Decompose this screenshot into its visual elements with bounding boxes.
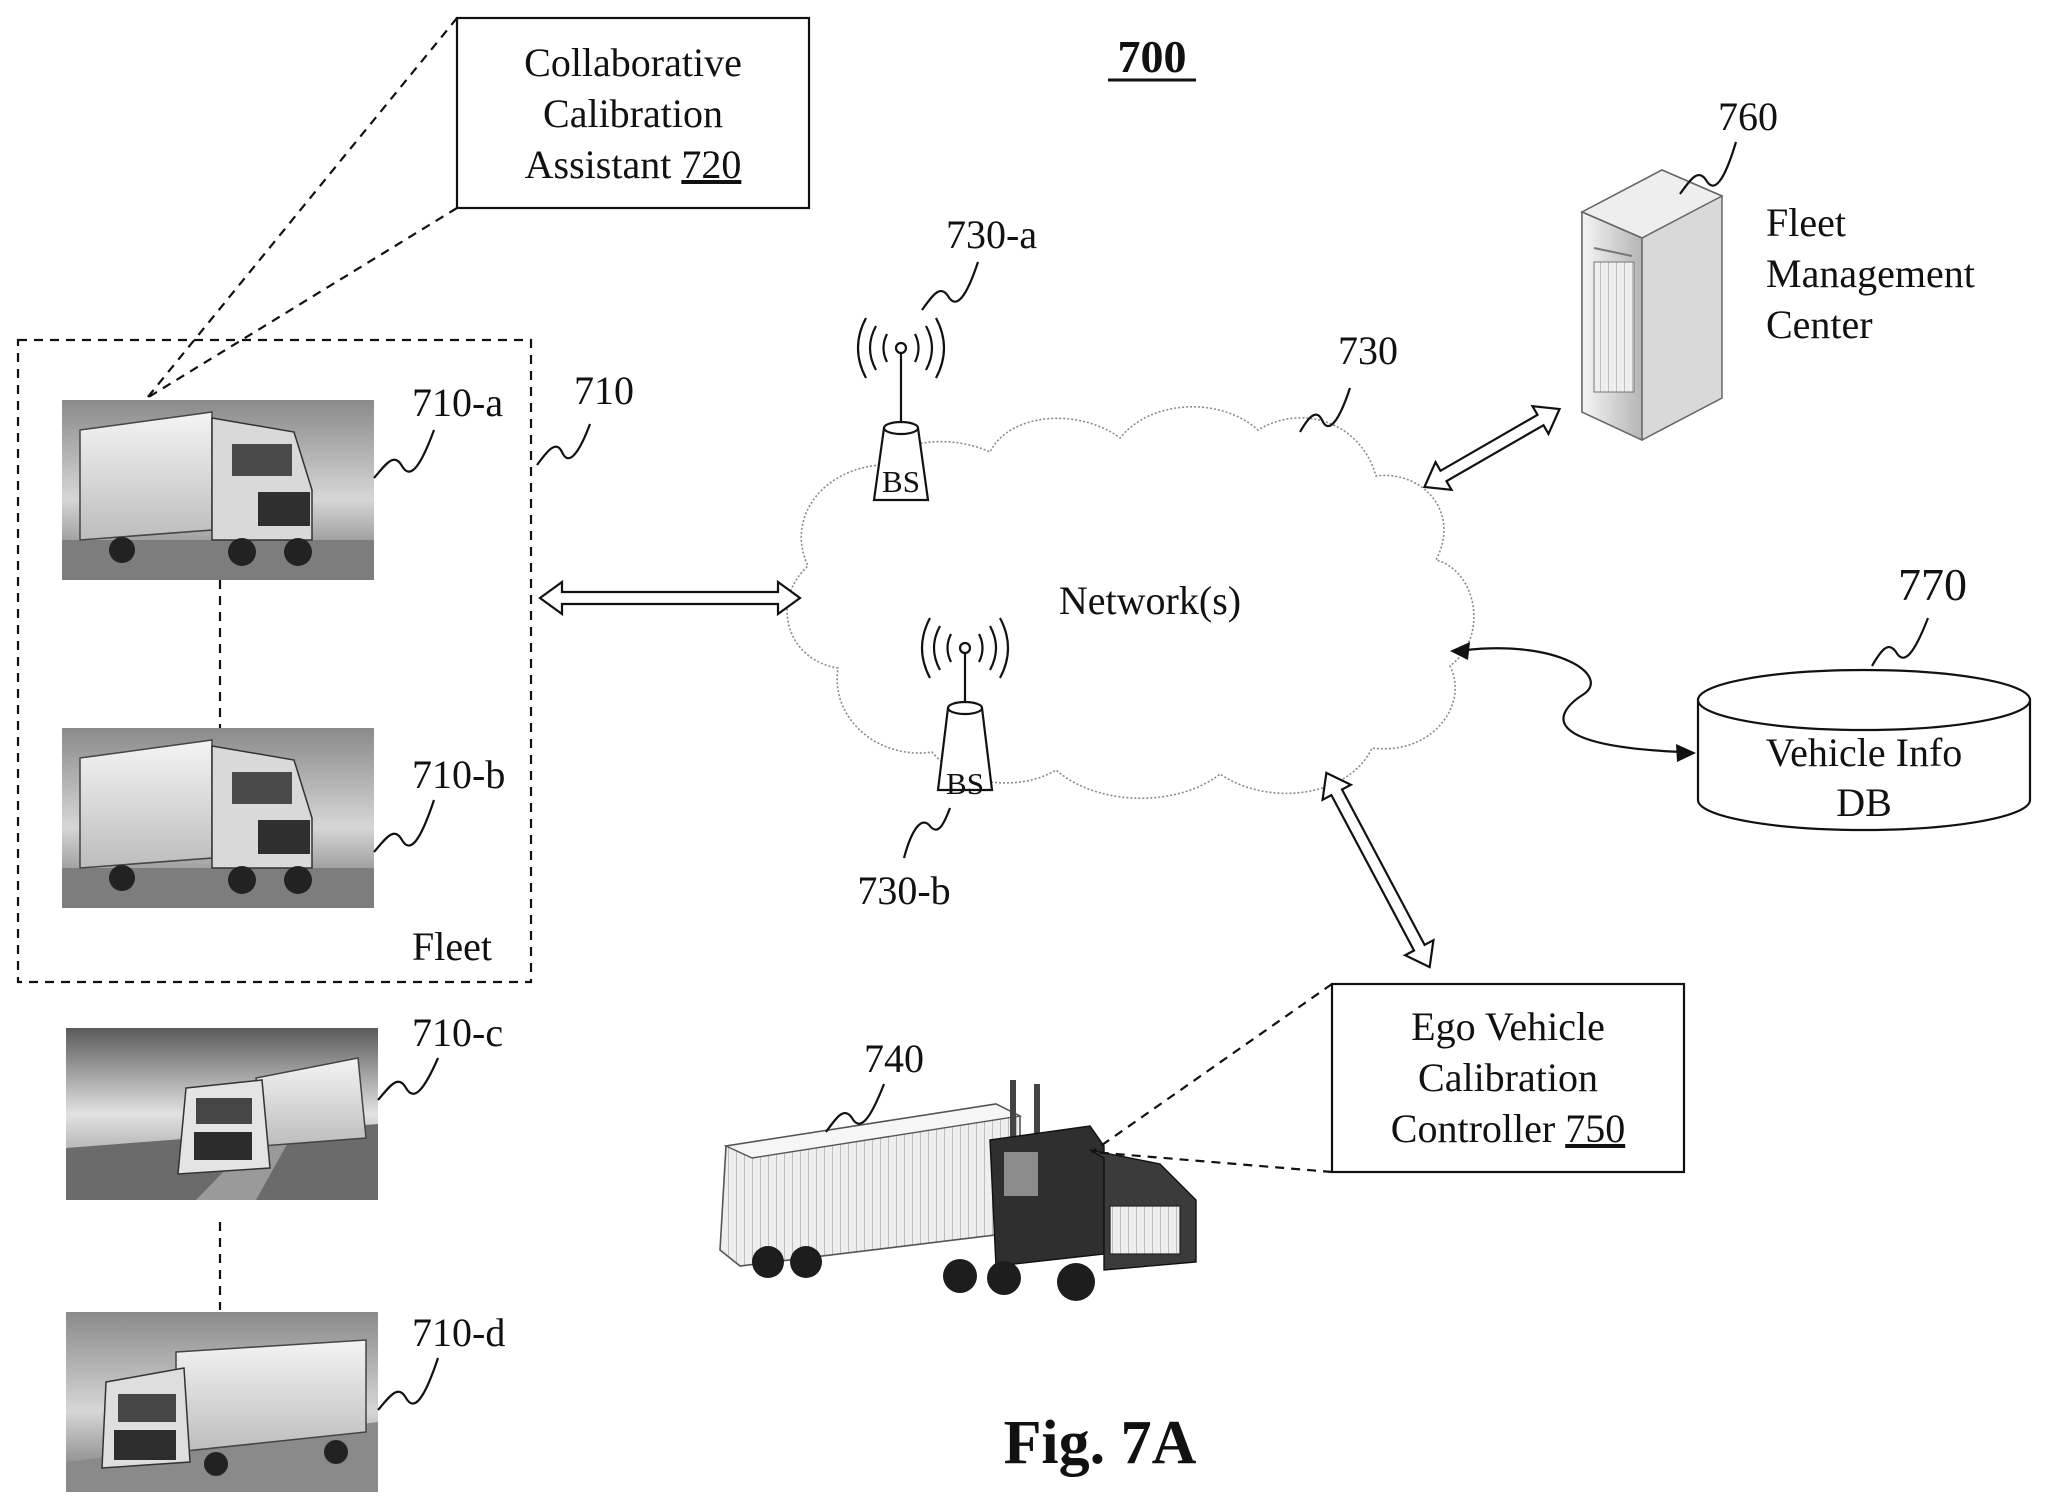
- network-cloud: [786, 406, 1475, 800]
- network-ref: 730: [1338, 328, 1398, 373]
- fleet-boundary: [16, 338, 533, 984]
- vehicle-ref-710-b: 710-b: [412, 752, 505, 797]
- truck-photo-710-a: [62, 400, 374, 580]
- fleet-center-line-3: Center: [1766, 302, 1873, 347]
- fleet-center-line-1: Fleet: [1766, 200, 1846, 245]
- network-controller-arrow: [1321, 771, 1435, 969]
- controller-line-3-text: Controller: [1391, 1106, 1565, 1151]
- vehicle-leader-710-b: [373, 799, 436, 853]
- fleet-center-line-2: Management: [1766, 251, 1975, 296]
- vehicle-ref-710-c: 710-c: [412, 1010, 503, 1055]
- truck-photo-710-c: [66, 1028, 378, 1200]
- figure-caption: Fig. 7A: [1004, 1409, 1197, 1477]
- controller-line-3: Controller 750: [1391, 1106, 1625, 1151]
- assistant-ref: 720: [681, 142, 741, 187]
- base-station-leader-730-a: [921, 261, 980, 311]
- truck-photo-710-d: [66, 1312, 378, 1492]
- vehicle-db-line-2: DB: [1836, 780, 1892, 825]
- fleet-label: Fleet: [412, 924, 492, 969]
- network-db-arrow: [1465, 647, 1683, 754]
- base-station-ref-730-b: 730-b: [857, 868, 950, 913]
- base-station-730-a: BS: [856, 317, 946, 502]
- assistant-line-2: Calibration: [543, 91, 723, 136]
- assistant-line-3-text: Assistant: [525, 142, 682, 187]
- vehicle-ref-710-d: 710-d: [412, 1310, 505, 1355]
- base-station-ref-730-a: 730-a: [946, 212, 1037, 257]
- base-station-730-a-text: BS: [882, 464, 920, 499]
- truck-photo-710-b: [62, 728, 374, 908]
- vehicle-db-ref: 770: [1898, 559, 1967, 610]
- server-icon: [1580, 169, 1724, 442]
- fleet-center-leader: [1679, 141, 1738, 195]
- base-station-730-b: BS: [920, 617, 1010, 801]
- network-fleet-center-arrow: [1422, 404, 1562, 492]
- vehicle-db-line-1: Vehicle Info: [1766, 730, 1963, 775]
- ego-truck-image: [719, 1080, 1197, 1301]
- controller-box: Ego Vehicle Calibration Controller 750: [1330, 982, 1686, 1174]
- assistant-line-3: Assistant 720: [525, 142, 742, 187]
- network-db-arrowhead-left: [1450, 642, 1470, 660]
- base-station-leader-730-b: [902, 807, 952, 859]
- fleet-network-arrow: [538, 579, 802, 617]
- controller-line-2: Calibration: [1418, 1055, 1598, 1100]
- base-station-730-b-text: BS: [946, 766, 984, 801]
- controller-line-1: Ego Vehicle: [1411, 1004, 1605, 1049]
- fleet-ref-leader: [536, 423, 592, 466]
- controller-callout-lines: [1091, 983, 1333, 1174]
- assistant-callout-lines: [146, 17, 458, 399]
- network-ref-leader: [1299, 387, 1352, 433]
- fleet-center-ref: 760: [1718, 94, 1778, 139]
- fleet-ref: 710: [574, 368, 634, 413]
- controller-ref: 750: [1565, 1106, 1625, 1151]
- vehicle-leader-710-c: [377, 1057, 440, 1101]
- assistant-box: Collaborative Calibration Assistant 720: [455, 16, 811, 210]
- network-label: Network(s): [1059, 578, 1241, 623]
- vehicle-db-leader: [1871, 617, 1930, 667]
- ego-vehicle-leader: [825, 1083, 886, 1133]
- figure-number: 700: [1118, 31, 1187, 82]
- ego-vehicle-ref: 740: [864, 1036, 924, 1081]
- vehicle-leader-710-a: [373, 429, 436, 479]
- network-db-arrowhead-right: [1676, 744, 1696, 762]
- vehicle-leader-710-d: [377, 1357, 440, 1411]
- database-icon: [1696, 668, 2032, 832]
- vehicle-ref-710-a: 710-a: [412, 380, 503, 425]
- assistant-line-1: Collaborative: [524, 40, 742, 85]
